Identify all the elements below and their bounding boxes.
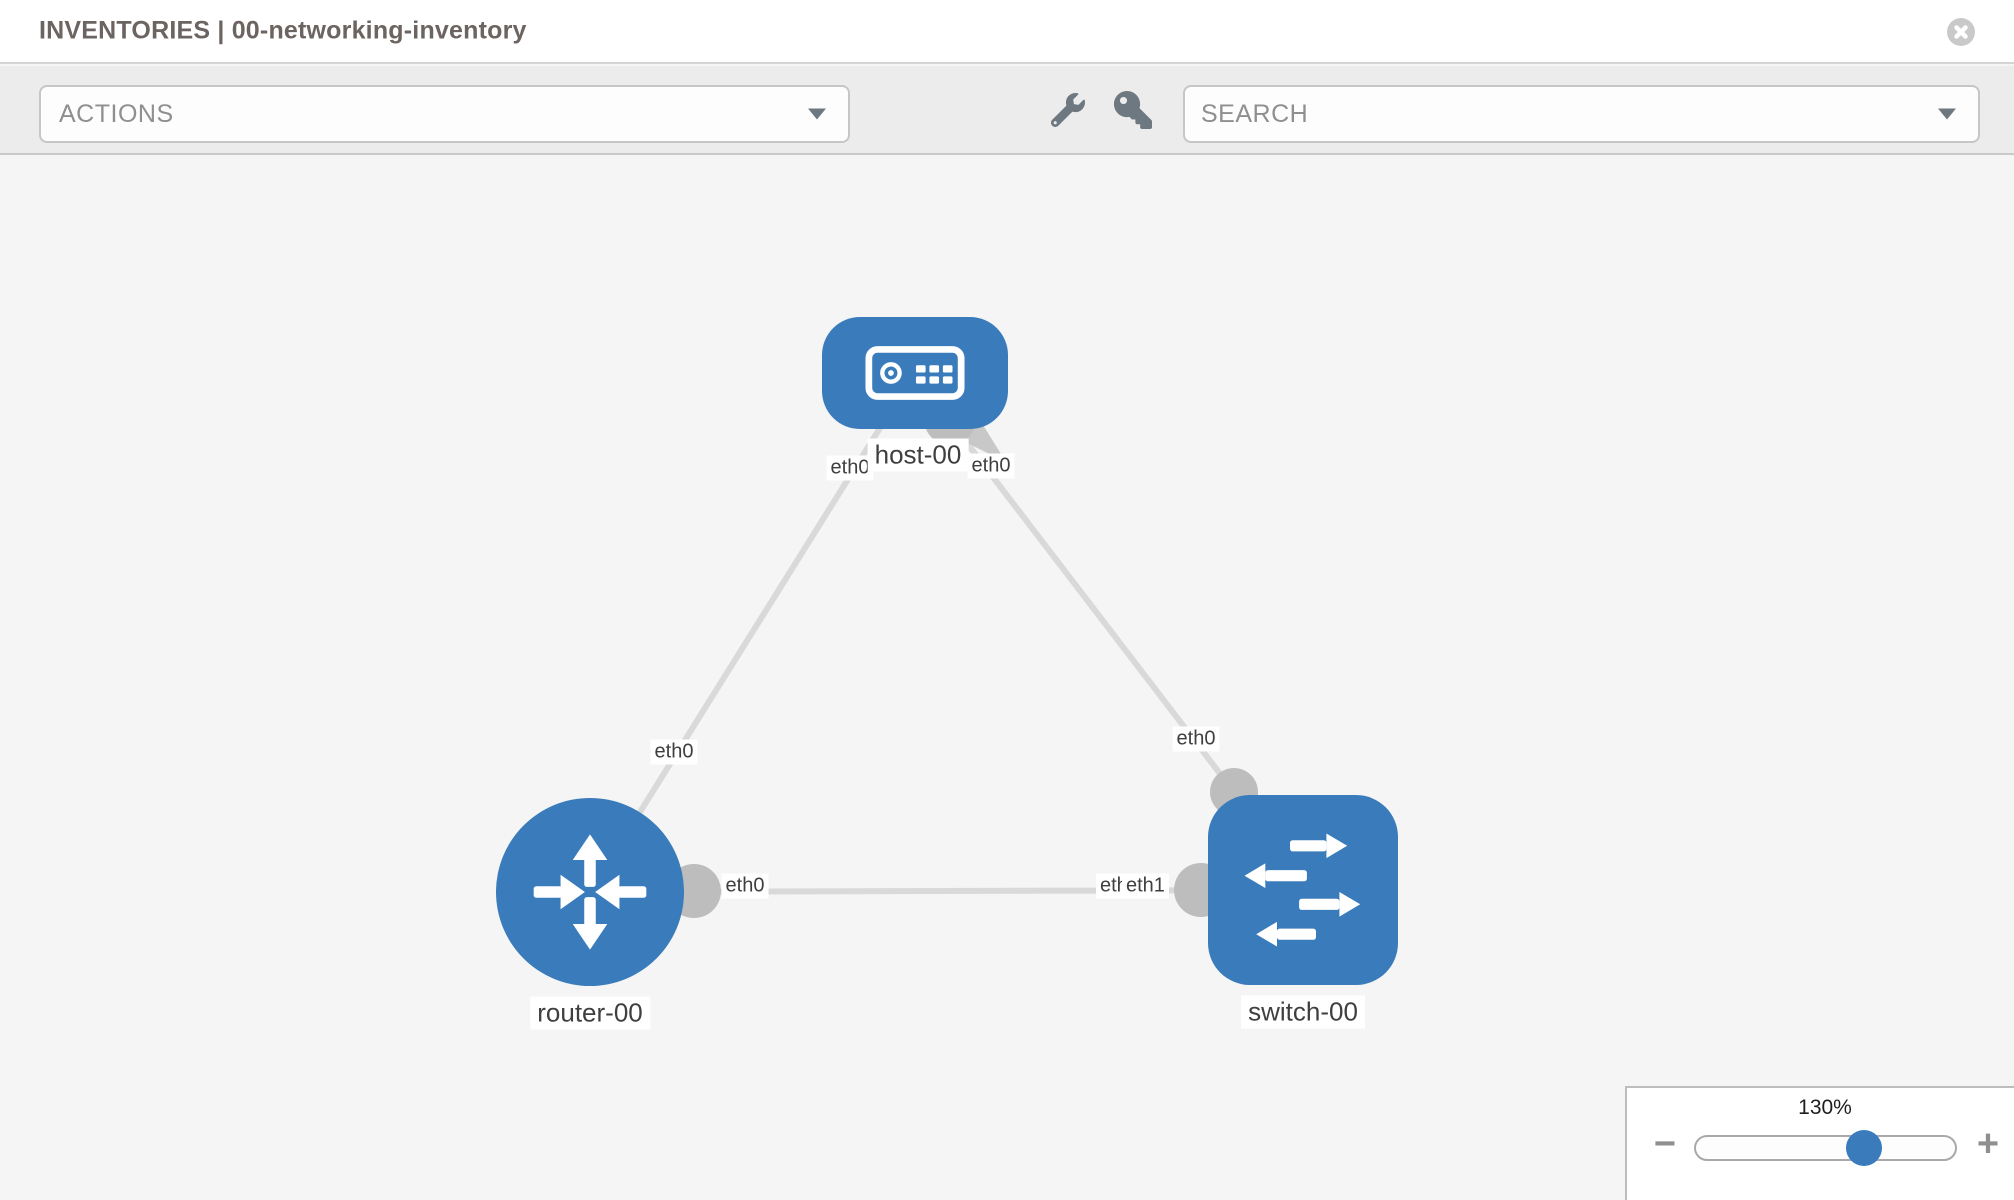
interface-label-switch-eth1: eth1 <box>1122 873 1169 899</box>
switch-icon <box>1244 833 1361 947</box>
caret-down-icon <box>808 108 826 120</box>
host-icon <box>865 346 965 400</box>
key-icon <box>1114 91 1152 129</box>
node-host-00[interactable] <box>822 317 1008 429</box>
actions-dropdown[interactable]: ACTIONS <box>39 85 850 143</box>
router-icon <box>533 834 647 950</box>
interface-label-host-eth0-right: eth0 <box>967 453 1015 479</box>
actions-dropdown-label: ACTIONS <box>59 99 174 128</box>
zoom-slider-handle[interactable] <box>1846 1130 1882 1166</box>
close-button[interactable] <box>1947 18 1975 46</box>
zoom-in-button[interactable]: + <box>1976 1123 2000 1165</box>
interface-label-host-eth0-left: eth0 <box>826 455 874 481</box>
zoom-slider-track[interactable] <box>1694 1135 1957 1161</box>
search-input[interactable] <box>1185 99 1978 129</box>
search-box <box>1183 85 1980 143</box>
node-switch-00[interactable] <box>1208 795 1398 985</box>
zoom-out-button[interactable]: − <box>1653 1123 1677 1165</box>
node-label-router-00[interactable]: router-00 <box>530 996 650 1030</box>
zoom-level-value: 130% <box>1798 1096 1852 1119</box>
wrench-icon <box>1051 93 1085 127</box>
caret-down-icon <box>1938 108 1956 120</box>
page-title: INVENTORIES | 00-networking-inventory <box>39 16 527 45</box>
zoom-panel: 130% − + <box>1625 1086 2014 1200</box>
node-router-00[interactable] <box>496 798 684 986</box>
interface-label-switch-eth0: eth0 <box>1172 726 1220 752</box>
interface-label-router-eth0-uplink: eth0 <box>650 739 698 765</box>
node-label-host-00[interactable]: host-00 <box>867 438 969 472</box>
close-icon <box>1954 25 1968 39</box>
window-header: INVENTORIES | 00-networking-inventory <box>0 0 2014 64</box>
interface-label-router-eth0: eth0 <box>721 873 769 899</box>
node-label-switch-00[interactable]: switch-00 <box>1241 995 1365 1029</box>
tools-button[interactable] <box>1046 86 1090 134</box>
credentials-button[interactable] <box>1111 86 1155 134</box>
toolbar: ACTIONS <box>0 66 2014 155</box>
topology-canvas[interactable] <box>0 157 2014 1200</box>
